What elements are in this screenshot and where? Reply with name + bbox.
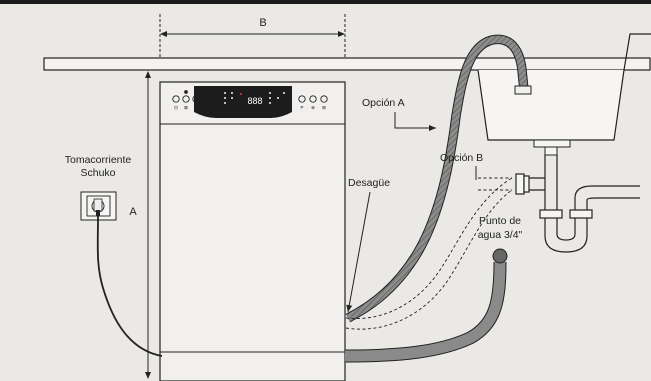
dimension-a: A bbox=[129, 71, 151, 379]
dishwasher: 888 ⊡ ⊠ ⊡ P ⊕ ⊞ bbox=[159, 81, 346, 381]
panel-indicator-lights bbox=[224, 92, 285, 104]
power-cable bbox=[96, 215, 163, 357]
trap-pipe bbox=[515, 155, 640, 253]
countertop bbox=[43, 57, 651, 71]
option-a-leader bbox=[394, 112, 436, 131]
drain-hose-option-a bbox=[346, 35, 528, 322]
right-buttons bbox=[298, 95, 328, 103]
button-left-1[interactable] bbox=[172, 95, 180, 103]
button-right-3[interactable] bbox=[320, 95, 328, 103]
outlet-label-line1: Tomacorriente bbox=[65, 154, 132, 166]
outlet bbox=[80, 191, 117, 221]
hose-clip bbox=[514, 85, 532, 95]
top-border bbox=[0, 0, 651, 4]
water-point-label-line1: Punto de bbox=[479, 215, 521, 227]
control-panel bbox=[194, 86, 292, 118]
dishwasher-body bbox=[159, 81, 346, 381]
button-right-1[interactable] bbox=[298, 95, 306, 103]
button-left-1-icon: ⊡ bbox=[174, 105, 178, 110]
sink bbox=[477, 33, 651, 156]
button-right-2-icon: ⊕ bbox=[311, 105, 315, 110]
button-left-3-icon: ⊡ bbox=[194, 105, 198, 110]
water-point-label-line2: agua 3/4" bbox=[478, 229, 523, 241]
display-digits: 888 bbox=[247, 96, 262, 106]
drain-leader bbox=[346, 191, 371, 313]
outlet-label-line2: Schuko bbox=[80, 167, 115, 179]
button-left-3[interactable] bbox=[192, 95, 200, 103]
dimension-a-label: A bbox=[129, 206, 137, 218]
option-a-label: Opción A bbox=[362, 97, 405, 109]
drain-route-option-b bbox=[345, 177, 513, 330]
button-left-2[interactable] bbox=[182, 95, 190, 103]
option-b-label: Opción B bbox=[440, 152, 483, 164]
drain-label: Desagüe bbox=[348, 177, 390, 189]
left-buttons bbox=[172, 90, 200, 103]
water-tap bbox=[492, 248, 508, 264]
water-inlet-pipe bbox=[344, 261, 506, 362]
button-right-2[interactable] bbox=[309, 95, 317, 103]
dimension-b-label: B bbox=[259, 17, 266, 29]
dimension-b: B bbox=[159, 14, 346, 58]
button-right-1-icon: P bbox=[300, 105, 303, 110]
button-right-3-icon: ⊞ bbox=[322, 105, 326, 110]
button-left-2-icon: ⊠ bbox=[184, 105, 188, 110]
